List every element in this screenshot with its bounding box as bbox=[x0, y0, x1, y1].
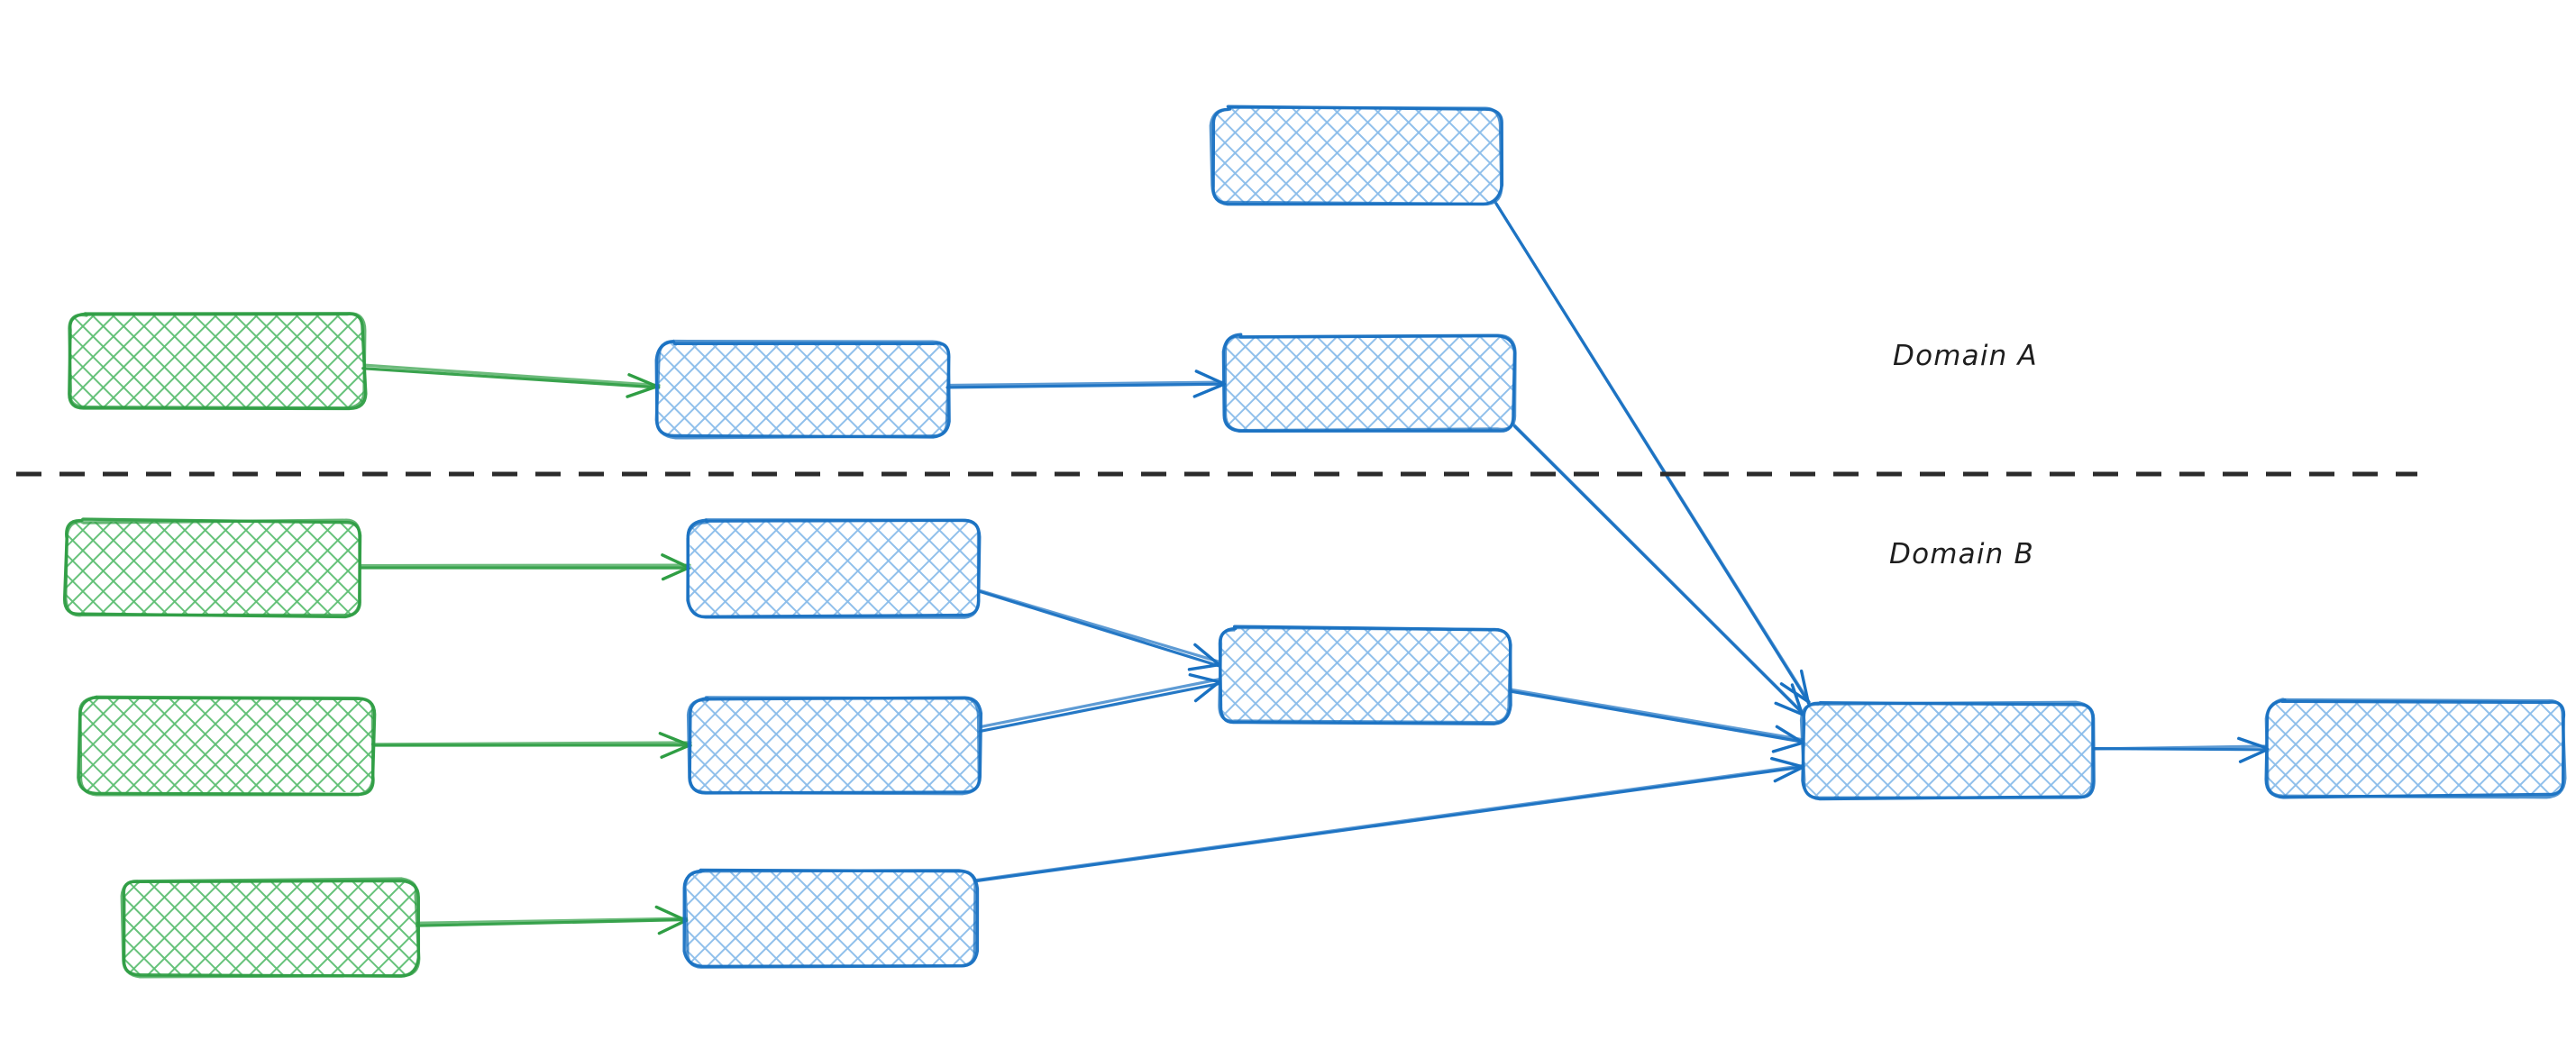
node-green-b2[interactable] bbox=[77, 695, 377, 797]
domain-b-label: Domain B bbox=[1889, 538, 2034, 570]
nodes-layer bbox=[62, 105, 2567, 979]
edge-e-blue-b1-mid bbox=[979, 589, 1221, 671]
edge-e-blue-b3-hub bbox=[973, 757, 1804, 883]
edge-e-green-b3-blue-b3 bbox=[416, 905, 689, 935]
edge-e-blue-a1-blue-a2 bbox=[945, 369, 1227, 398]
edge-e-blue-b2-mid bbox=[978, 673, 1222, 734]
edge-e-green-b2-blue-b2 bbox=[370, 732, 692, 759]
edge-e-blue-top-hub bbox=[1494, 200, 1811, 705]
domain-a-label: Domain A bbox=[1893, 340, 2038, 372]
labels-layer: Domain A Domain B bbox=[1889, 340, 2038, 570]
edge-e-green-a1-blue-a1 bbox=[361, 363, 661, 398]
node-blue-mid[interactable] bbox=[1218, 625, 1512, 725]
node-blue-end[interactable] bbox=[2264, 698, 2567, 799]
edge-e-blue-mid-hub bbox=[1508, 688, 1805, 753]
node-blue-top[interactable] bbox=[1209, 105, 1504, 206]
node-blue-b1[interactable] bbox=[686, 518, 982, 619]
node-blue-a1[interactable] bbox=[654, 339, 951, 440]
node-blue-b2[interactable] bbox=[686, 696, 983, 796]
node-blue-b3[interactable] bbox=[682, 868, 980, 969]
node-blue-a2[interactable] bbox=[1221, 333, 1517, 433]
node-green-b1[interactable] bbox=[62, 517, 362, 619]
edge-e-blue-a2-hub bbox=[1511, 422, 1804, 716]
edge-e-blue-hub-end bbox=[2091, 736, 2270, 763]
edges-layer bbox=[359, 200, 2270, 935]
node-blue-hub[interactable] bbox=[1799, 700, 2096, 801]
node-green-a1[interactable] bbox=[68, 312, 368, 411]
node-green-b3[interactable] bbox=[120, 877, 421, 979]
edge-e-green-b1-blue-b1 bbox=[359, 553, 691, 581]
